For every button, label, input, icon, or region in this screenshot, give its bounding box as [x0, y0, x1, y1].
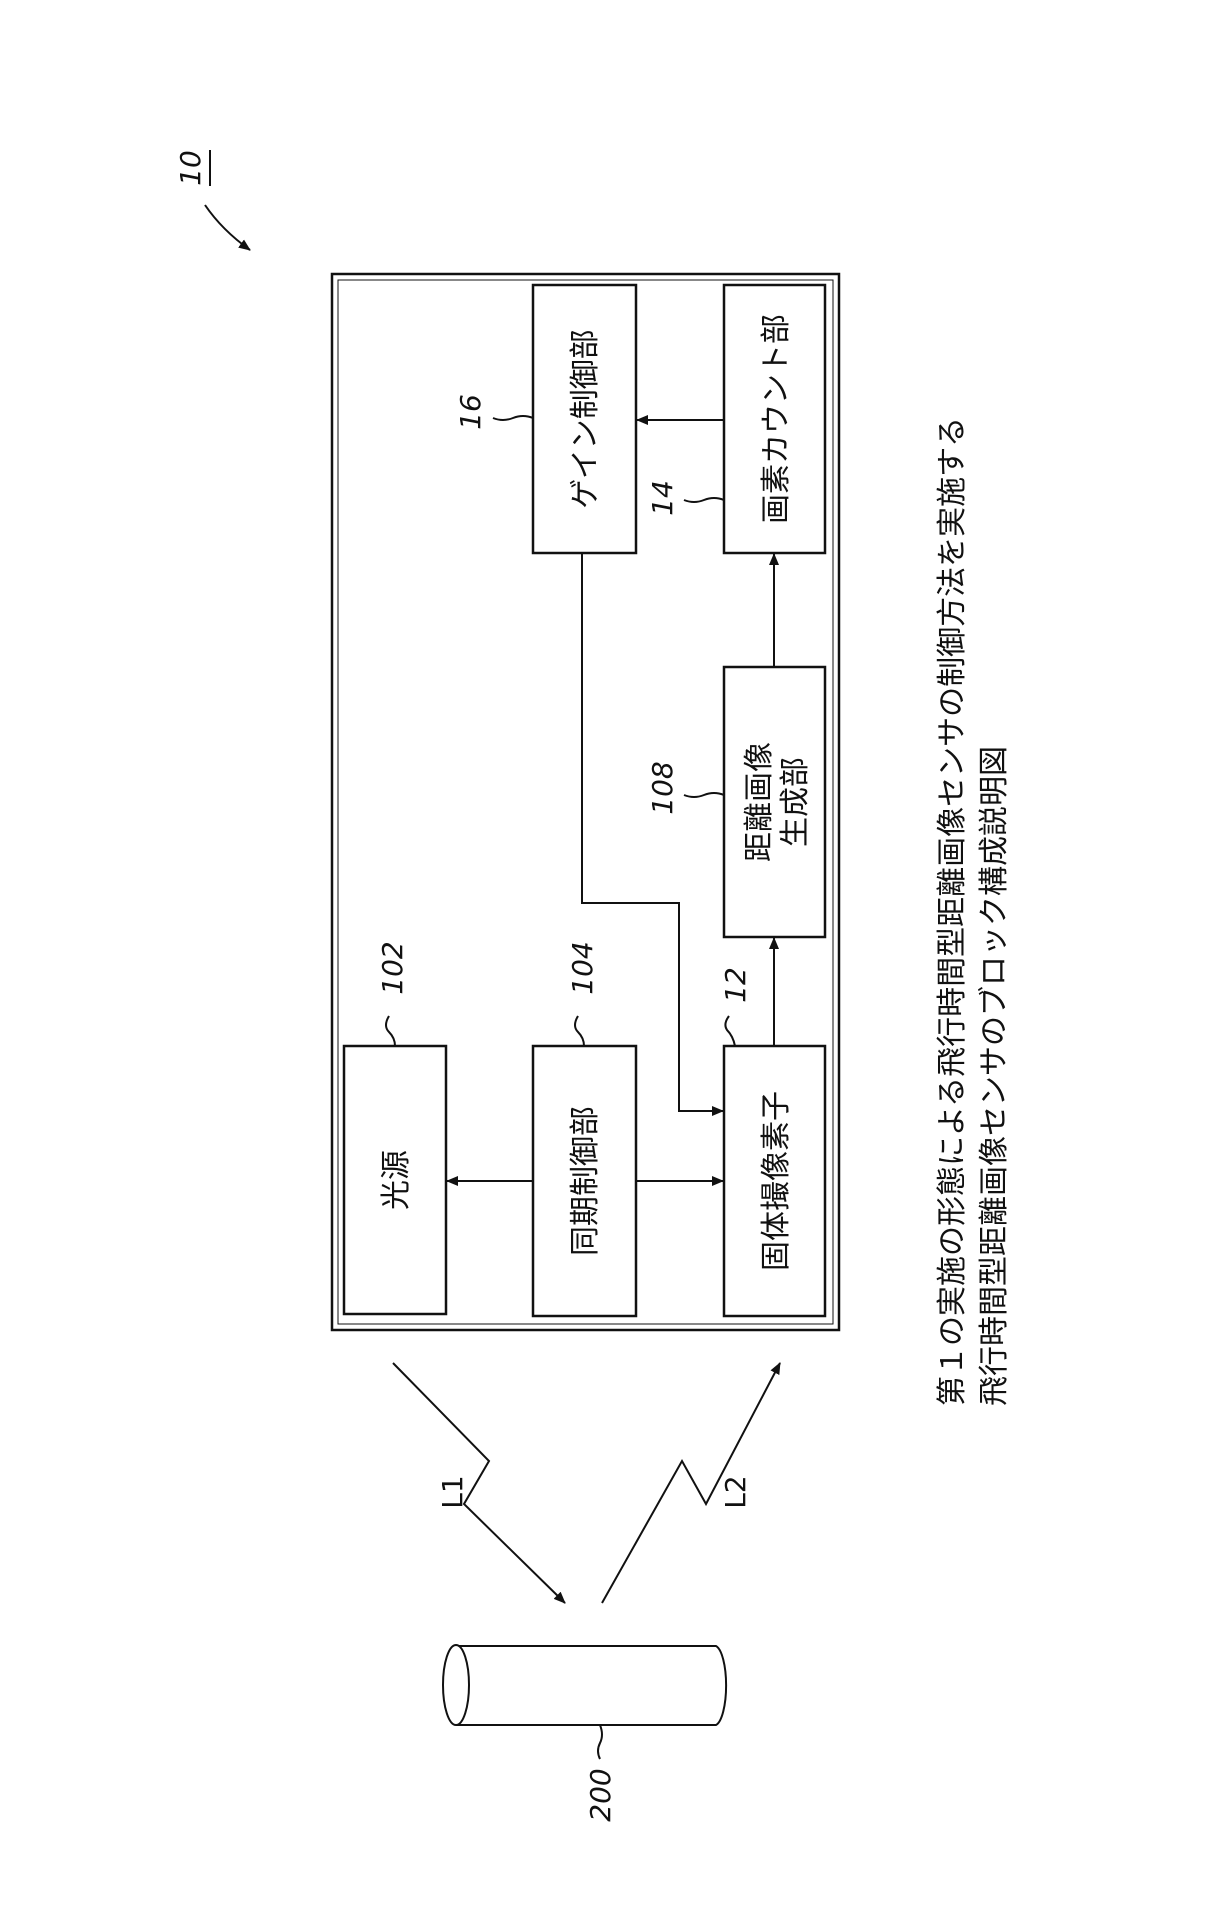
svg-text:距離画像: 距離画像: [742, 742, 777, 862]
caption-line-1: 第１の実施の形態による飛行時間型距離画像センサの制御方法を実施する: [935, 417, 970, 1406]
ref-104: 104: [566, 941, 599, 994]
target-object-cylinder: [443, 1645, 726, 1725]
caption-line-2: 飛行時間型距離画像センサのブロック構成説明図: [977, 746, 1012, 1406]
svg-text:画素カウント部: 画素カウント部: [759, 314, 794, 524]
label-l1: L1: [436, 1475, 469, 1508]
leader-104: [575, 1016, 584, 1046]
label-l2: L2: [719, 1475, 752, 1508]
svg-text:生成部: 生成部: [778, 757, 813, 847]
leader-14: [684, 498, 724, 502]
ref-12: 12: [719, 967, 752, 1003]
svg-text:光源: 光源: [379, 1150, 414, 1210]
leader-12: [725, 1016, 735, 1046]
ref-leader-arrow: [205, 205, 250, 250]
block-light-source: 光源: [344, 1046, 446, 1314]
leader-16: [493, 416, 533, 420]
ref-16: 16: [454, 394, 487, 430]
leader-108: [684, 793, 724, 797]
ref-108: 108: [646, 761, 679, 814]
block-gain-control: ゲイン制御部: [533, 285, 636, 553]
ref-102: 102: [376, 941, 409, 994]
ref-14: 14: [646, 480, 679, 516]
block-sync-control: 同期制御部: [533, 1046, 636, 1316]
svg-text:同期制御部: 同期制御部: [568, 1106, 603, 1256]
block-pixel-count: 画素カウント部: [724, 285, 825, 553]
ref-200: 200: [584, 1768, 617, 1821]
svg-text:固体撮像素子: 固体撮像素子: [759, 1091, 794, 1271]
figure-ref-10: 10: [174, 150, 250, 250]
reflected-light-arrow: [602, 1363, 780, 1603]
leader-200: [598, 1725, 602, 1759]
emitted-light-arrow: [393, 1363, 565, 1603]
arrow-gain-to-sensor: [582, 553, 723, 1111]
leader-102: [386, 1016, 395, 1046]
block-image-sensor: 固体撮像素子: [724, 1046, 825, 1316]
block-distance-image-generator: 距離画像 生成部: [724, 667, 825, 937]
svg-text:10: 10: [174, 150, 207, 186]
svg-text:ゲイン制御部: ゲイン制御部: [568, 329, 603, 508]
